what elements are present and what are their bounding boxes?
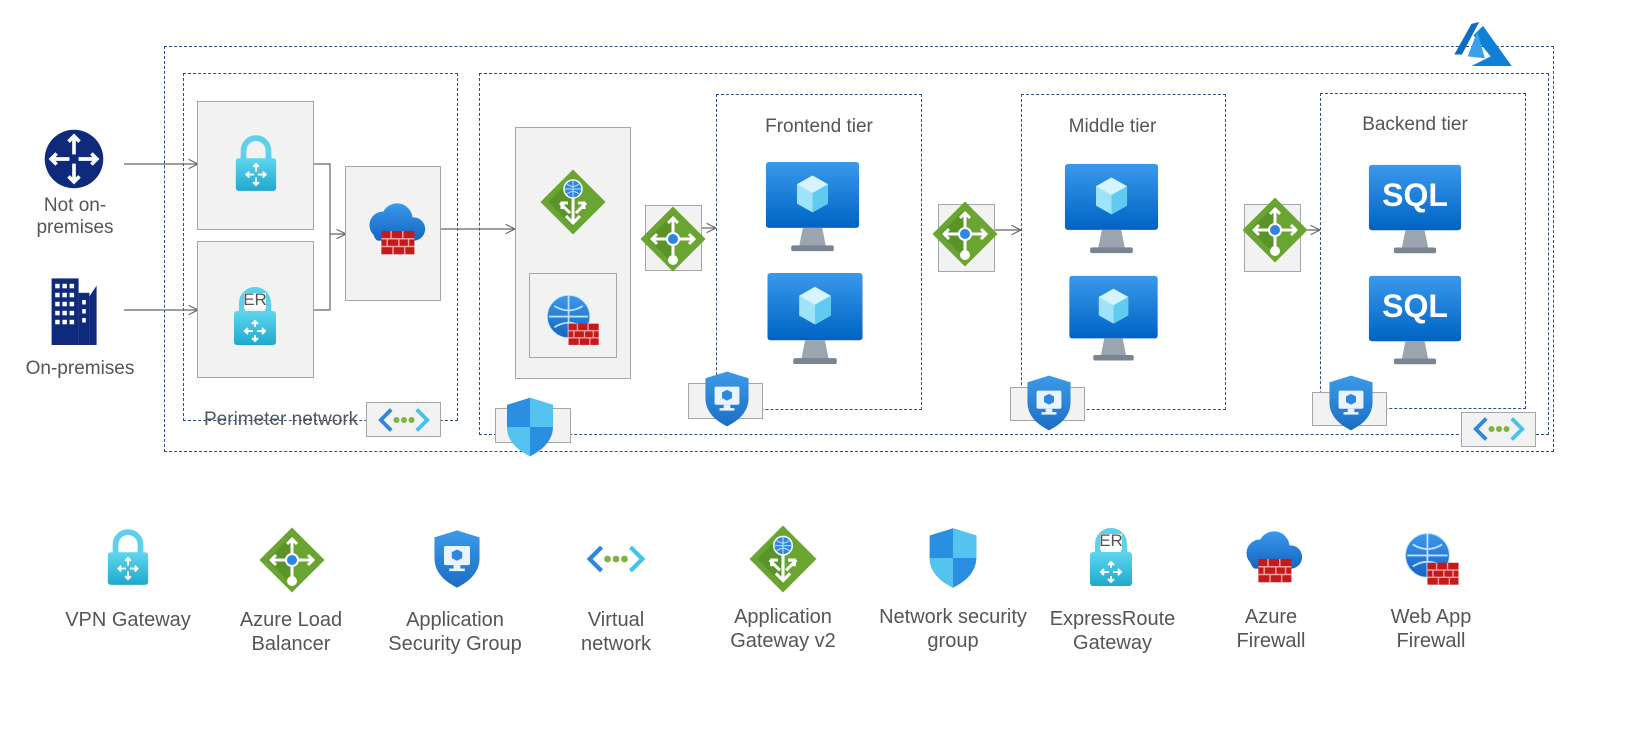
perimeter-network-label: Perimeter network: [204, 409, 359, 430]
frontend-asg-icon: [702, 370, 752, 428]
web-app-firewall-icon: [542, 290, 604, 352]
building-icon: [48, 270, 102, 348]
legend-asg-icon: [431, 528, 483, 590]
legend-nsg-icon: [926, 526, 980, 590]
backend-tier-boundary: [1320, 93, 1526, 409]
legend-asg-label: Application Security Group: [388, 609, 522, 655]
frontend-vm-2-icon[interactable]: [762, 271, 868, 370]
azure-boundary: [164, 46, 1554, 452]
legend-application-gateway-icon: [747, 523, 819, 595]
frontend-vm-1-icon[interactable]: [764, 159, 861, 258]
perimeter-network-boundary: [183, 73, 458, 421]
azure-firewall-icon: [360, 196, 428, 264]
not-on-premises-label: Not on-premises: [36, 195, 114, 238]
expressroute-gateway-tile[interactable]: [197, 241, 314, 378]
load-balancer-icon: [638, 204, 708, 274]
frontend-tier-label: Frontend tier: [765, 116, 873, 137]
backend-load-balancer-icon: [1240, 195, 1310, 265]
middle-tier-boundary: [1021, 94, 1226, 410]
virtual-network-icon: [372, 405, 436, 435]
legend-load-balancer-icon: [257, 525, 327, 595]
legend-vpn-gateway-label: VPN Gateway: [65, 609, 191, 631]
legend-web-app-firewall-label: Web App Firewall: [1390, 606, 1472, 652]
backend-sql-1-text: SQL: [1382, 177, 1448, 213]
middle-tier-label: Middle tier: [1068, 116, 1157, 137]
vpn-gateway-icon: [232, 135, 280, 193]
middle-vm-2-icon[interactable]: [1065, 274, 1162, 366]
middle-asg-icon: [1024, 374, 1074, 432]
legend-load-balancer-label: Azure Load Balancer: [239, 609, 343, 655]
backend-tier-label: Backend tier: [1362, 114, 1468, 135]
expressroute-text: ER: [243, 290, 267, 309]
legend-application-gateway-label: Application Gateway v2: [730, 606, 836, 652]
middle-vm-1-icon[interactable]: [1063, 161, 1160, 260]
legend-vnet-icon: [584, 542, 648, 576]
virtual-network-boundary: [479, 73, 1549, 435]
legend-azure-firewall-icon: [1237, 524, 1305, 592]
legend-azure-firewall-label: Azure Firewall: [1236, 606, 1306, 652]
legend-web-app-firewall-icon: [1400, 528, 1464, 592]
legend-nsg-label: Network security group: [879, 606, 1027, 652]
middle-load-balancer-icon: [930, 199, 1000, 269]
router-icon: [42, 127, 106, 191]
legend-expressroute-label: ExpressRoute Gateway: [1049, 608, 1176, 654]
legend-vpn-gateway-icon: [104, 528, 152, 588]
frontend-tier-boundary: [716, 94, 922, 410]
legend-vnet-label: Virtual network: [580, 609, 652, 655]
application-gateway-icon: [538, 167, 608, 237]
vnet-icon: [1467, 414, 1531, 444]
on-premises-label: On-premises: [25, 358, 135, 379]
backend-asg-icon: [1326, 374, 1376, 432]
network-security-group-icon: [503, 396, 557, 458]
backend-sql-2-text: SQL: [1382, 288, 1448, 324]
legend-expressroute-text: ER: [1099, 531, 1123, 550]
